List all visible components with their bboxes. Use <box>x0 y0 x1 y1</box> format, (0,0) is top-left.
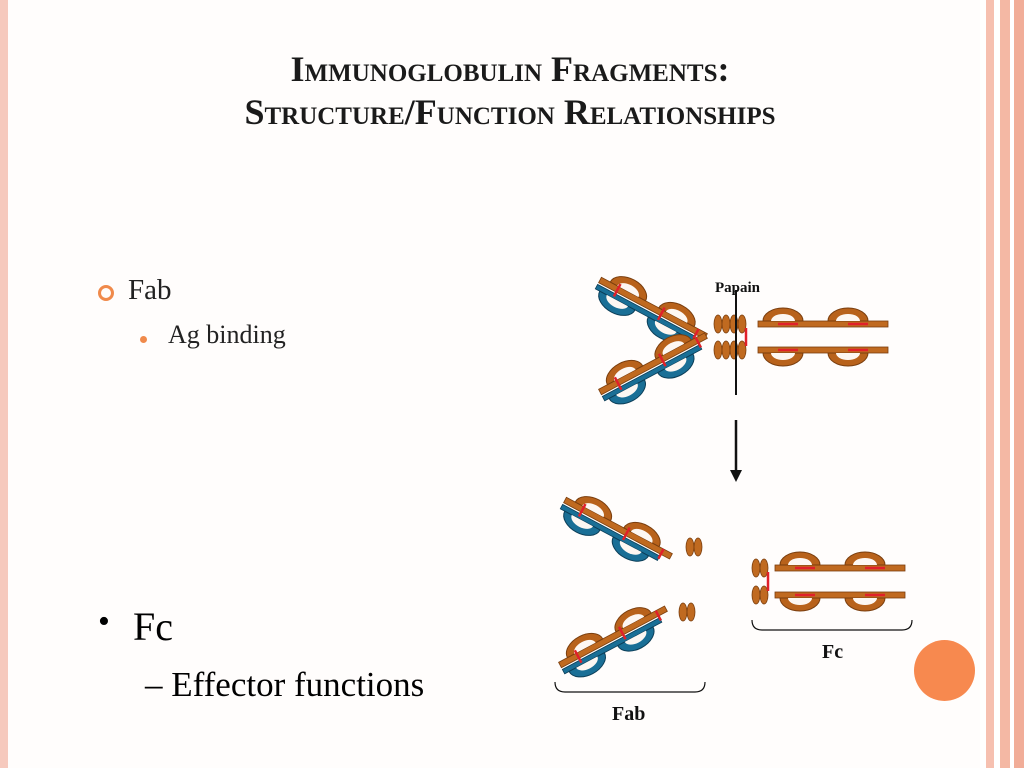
bullet-effector-functions: – Effector functions <box>145 665 425 704</box>
intact-fc-region <box>756 307 890 367</box>
bullet-fab: Fab <box>128 274 172 306</box>
right-border-stripes <box>980 0 1024 768</box>
fab-bracket <box>554 681 706 693</box>
enzyme-label: Papain <box>715 280 761 296</box>
hinge-region <box>713 314 748 360</box>
intact-antibody: Papain <box>589 266 890 412</box>
dot-bullet-icon <box>140 336 147 343</box>
fab-fragment-upper <box>554 486 703 577</box>
fc-fragment <box>751 551 907 612</box>
decorative-circle <box>914 640 975 701</box>
slide-title: Immunoglobulin Fragments: Structure/Func… <box>40 48 980 134</box>
left-border <box>0 0 8 768</box>
fab-label: Fab <box>612 703 645 725</box>
title-line-1: Immunoglobulin Fragments: <box>290 49 730 89</box>
papain-digestion-diagram: Papain Fab Fc <box>540 250 913 725</box>
fc-bracket <box>751 619 913 631</box>
title-line-2: Structure/Function Relationships <box>244 92 776 132</box>
bullet-marker-fc: • <box>98 603 110 640</box>
ring-bullet-icon <box>98 285 114 301</box>
fc-label: Fc <box>822 641 843 663</box>
fab-fragment-lower <box>552 595 696 686</box>
bullet-ag-binding: Ag binding <box>168 320 286 349</box>
down-arrow-icon <box>730 420 742 482</box>
bullet-fc: Fc <box>133 604 173 649</box>
